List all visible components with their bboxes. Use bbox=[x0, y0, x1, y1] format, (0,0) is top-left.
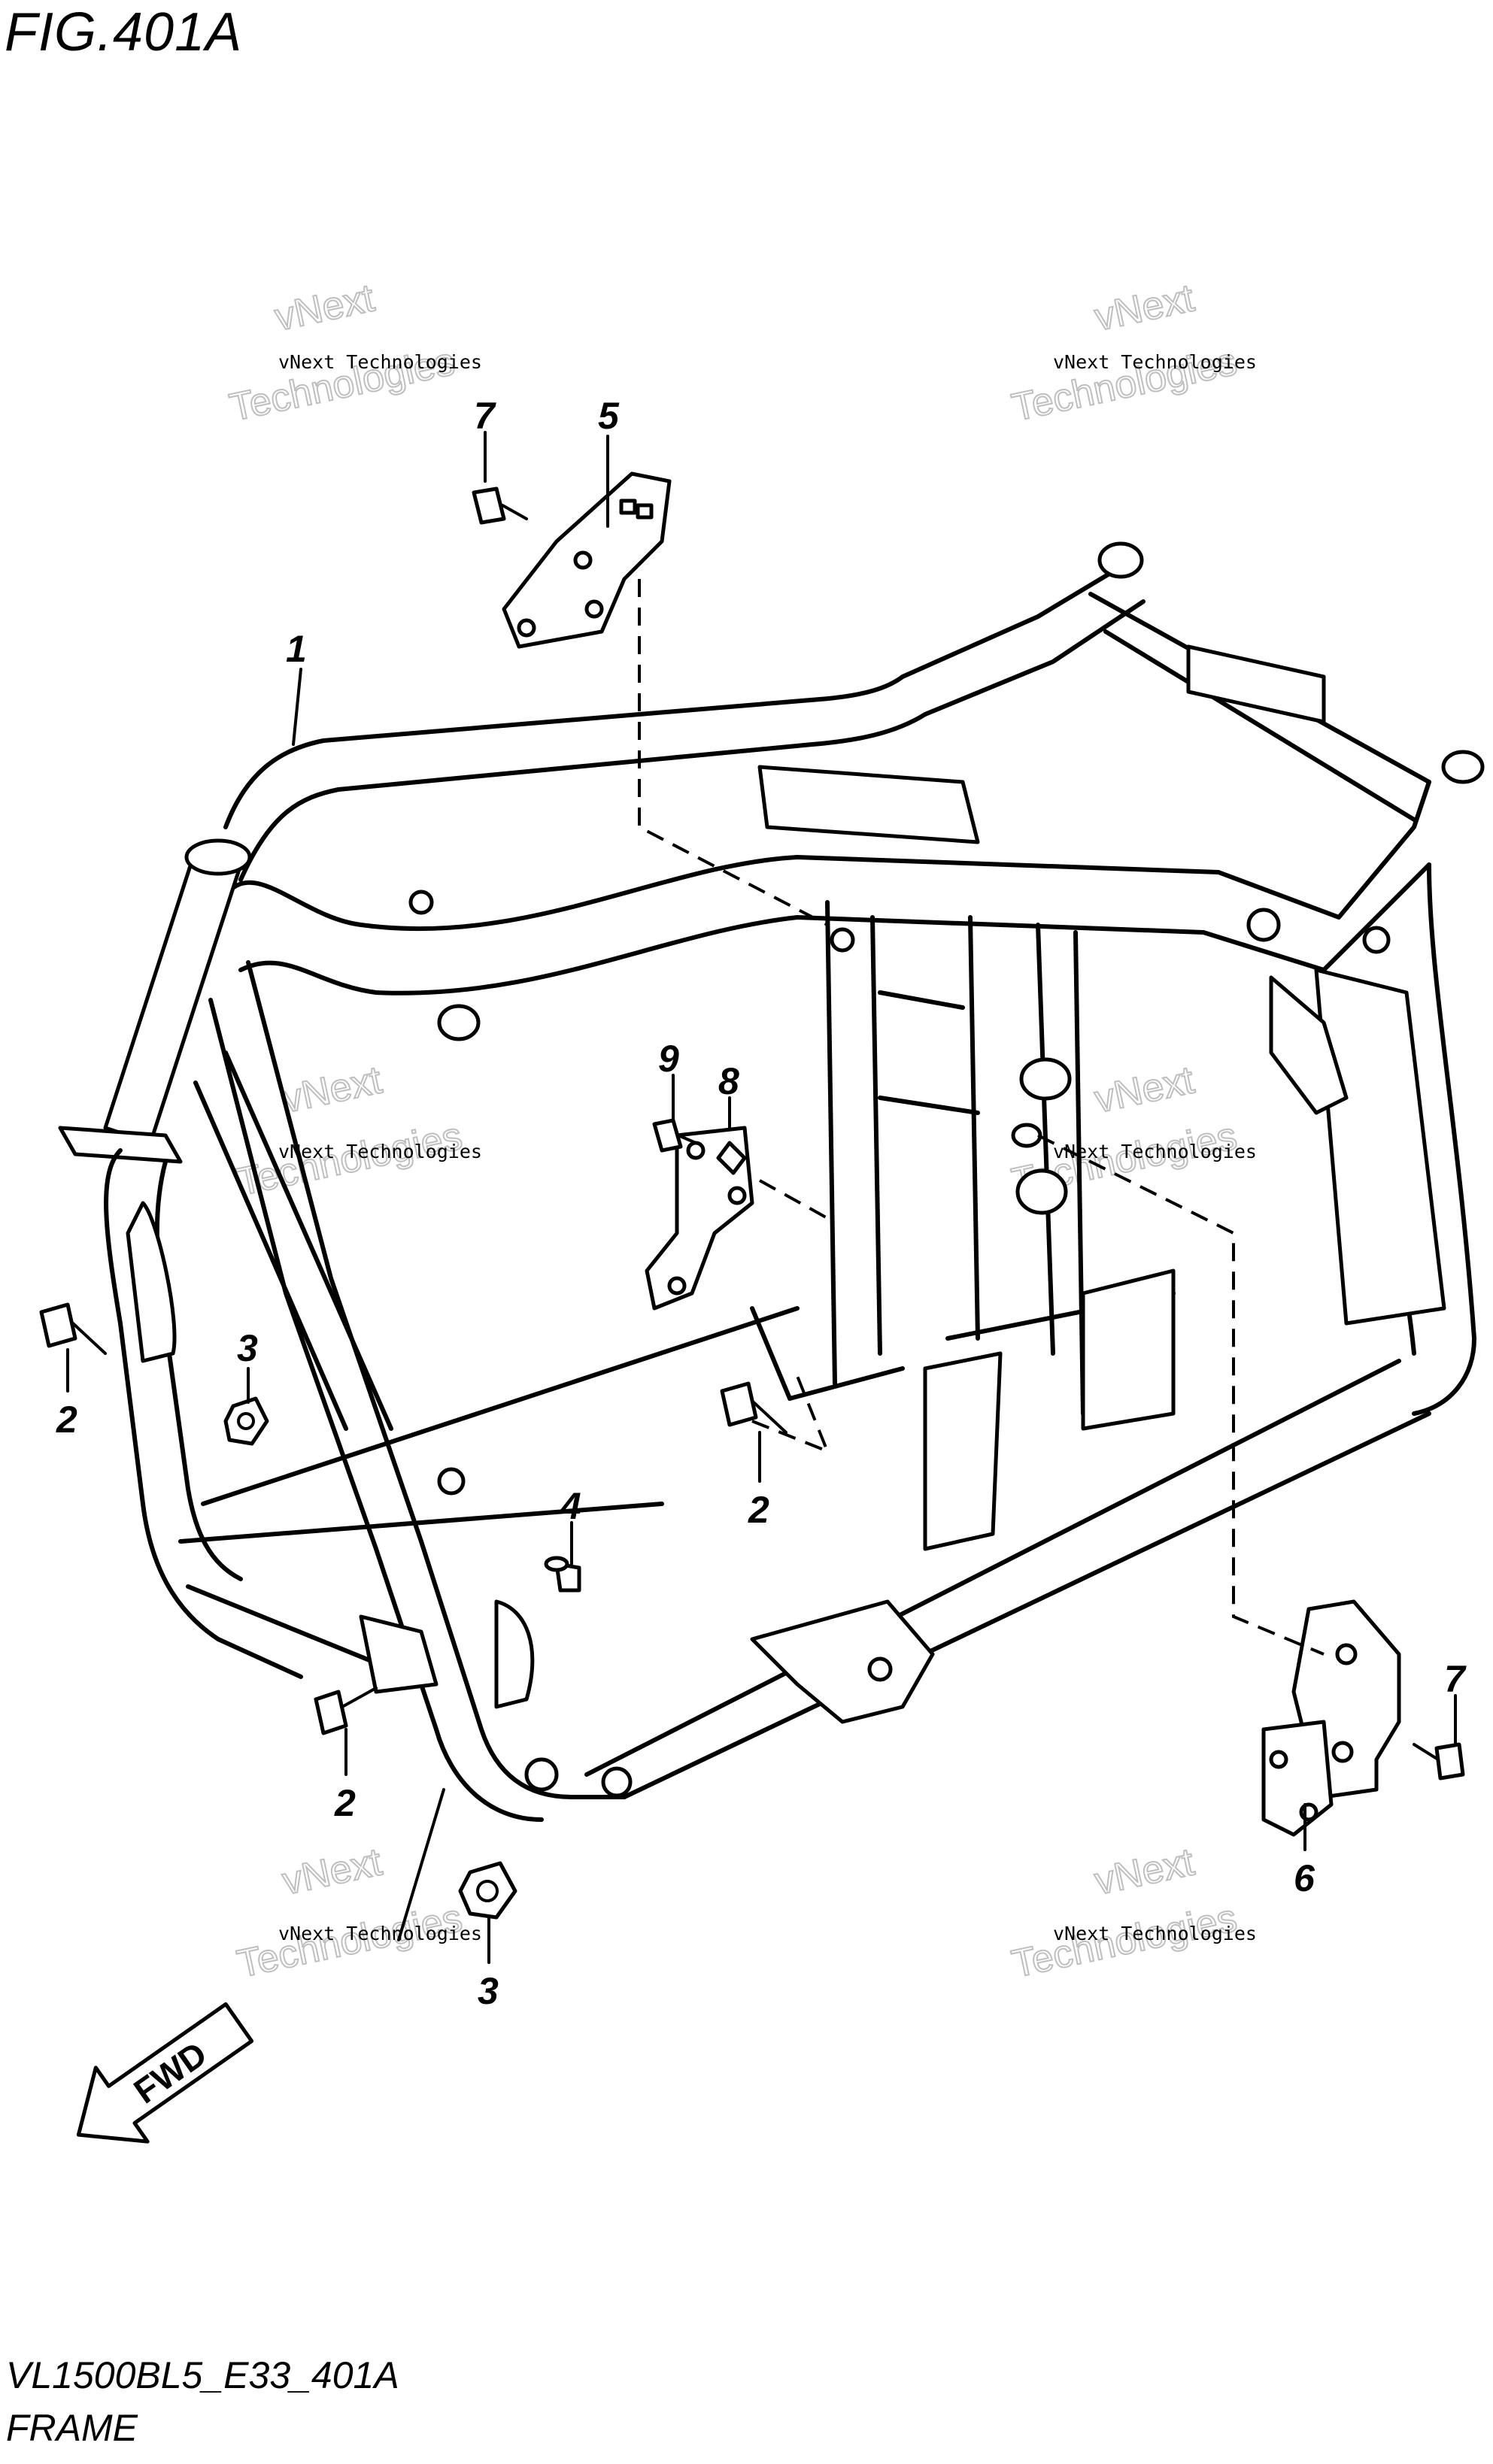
callout-2-bottom: 2 bbox=[334, 1782, 356, 1824]
figure-title: FIG.401A bbox=[5, 2, 243, 62]
callout-2-center: 2 bbox=[748, 1489, 769, 1531]
bolt-7-right bbox=[1413, 1742, 1465, 1781]
svg-text:vNext Technologies: vNext Technologies bbox=[278, 351, 482, 373]
callout-7-right: 7 bbox=[1444, 1658, 1467, 1700]
svg-text:vNext: vNext bbox=[1091, 1840, 1198, 1903]
leader-lines bbox=[66, 431, 1457, 1964]
frame-assembly bbox=[58, 541, 1485, 1822]
callout-2-left: 2 bbox=[56, 1399, 77, 1441]
svg-text:vNext: vNext bbox=[1091, 276, 1198, 339]
alignment-lines bbox=[638, 579, 1325, 1656]
figure-code: VL1500BL5_E33_401A bbox=[6, 2354, 399, 2396]
fwd-arrow: FWD bbox=[76, 2002, 254, 2144]
svg-text:vNext Technologies: vNext Technologies bbox=[278, 1141, 482, 1162]
callout-3-upper: 3 bbox=[237, 1327, 258, 1369]
bolt-2-bottom bbox=[314, 1687, 378, 1735]
callout-6: 6 bbox=[1294, 1857, 1315, 1899]
part-6-bracket bbox=[1261, 1599, 1401, 1837]
watermark-top-right: vNext Technologies vNext Technologies bbox=[1007, 275, 1257, 430]
bolt-2-left bbox=[39, 1302, 107, 1355]
svg-text:vNext Technologies: vNext Technologies bbox=[1053, 1923, 1257, 1944]
watermark-bottom-left: vNext Technologies vNext Technologies bbox=[232, 1839, 482, 1987]
svg-text:vNext Technologies: vNext Technologies bbox=[1053, 351, 1257, 373]
grommet-4 bbox=[544, 1556, 581, 1593]
svg-text:vNext: vNext bbox=[271, 276, 378, 339]
nut-3-lower bbox=[458, 1861, 517, 1920]
callout-4: 4 bbox=[560, 1485, 581, 1527]
svg-text:vNext Technologies: vNext Technologies bbox=[1053, 1141, 1257, 1162]
callout-3-lower: 3 bbox=[478, 1970, 499, 2012]
watermark-top-left: vNext Technologies vNext Technologies bbox=[225, 275, 482, 430]
bolt-2-center bbox=[720, 1381, 787, 1434]
svg-text:vNext: vNext bbox=[278, 1058, 386, 1121]
svg-text:vNext: vNext bbox=[278, 1840, 386, 1903]
nut-3-upper bbox=[223, 1396, 269, 1446]
callout-9: 9 bbox=[658, 1038, 679, 1080]
figure-name: FRAME bbox=[6, 2407, 138, 2449]
watermark-bottom-right: vNext Technologies vNext Technologies bbox=[1007, 1839, 1257, 1987]
callout-8: 8 bbox=[718, 1060, 739, 1102]
svg-text:vNext: vNext bbox=[1091, 1058, 1198, 1121]
svg-text:vNext Technologies: vNext Technologies bbox=[278, 1923, 482, 1944]
callout-1: 1 bbox=[286, 628, 307, 670]
part-8-bracket bbox=[645, 1126, 754, 1311]
part-5-bracket bbox=[502, 471, 672, 649]
callouts: 1 7 5 9 8 2 3 2 4 2 7 6 3 bbox=[56, 395, 1467, 2012]
watermark-mid-left: vNext Technologies vNext Technologies bbox=[232, 1057, 482, 1205]
bolt-7-top bbox=[472, 486, 528, 525]
bolt-9 bbox=[652, 1118, 697, 1153]
callout-7-top: 7 bbox=[474, 395, 496, 437]
callout-5: 5 bbox=[598, 395, 620, 437]
